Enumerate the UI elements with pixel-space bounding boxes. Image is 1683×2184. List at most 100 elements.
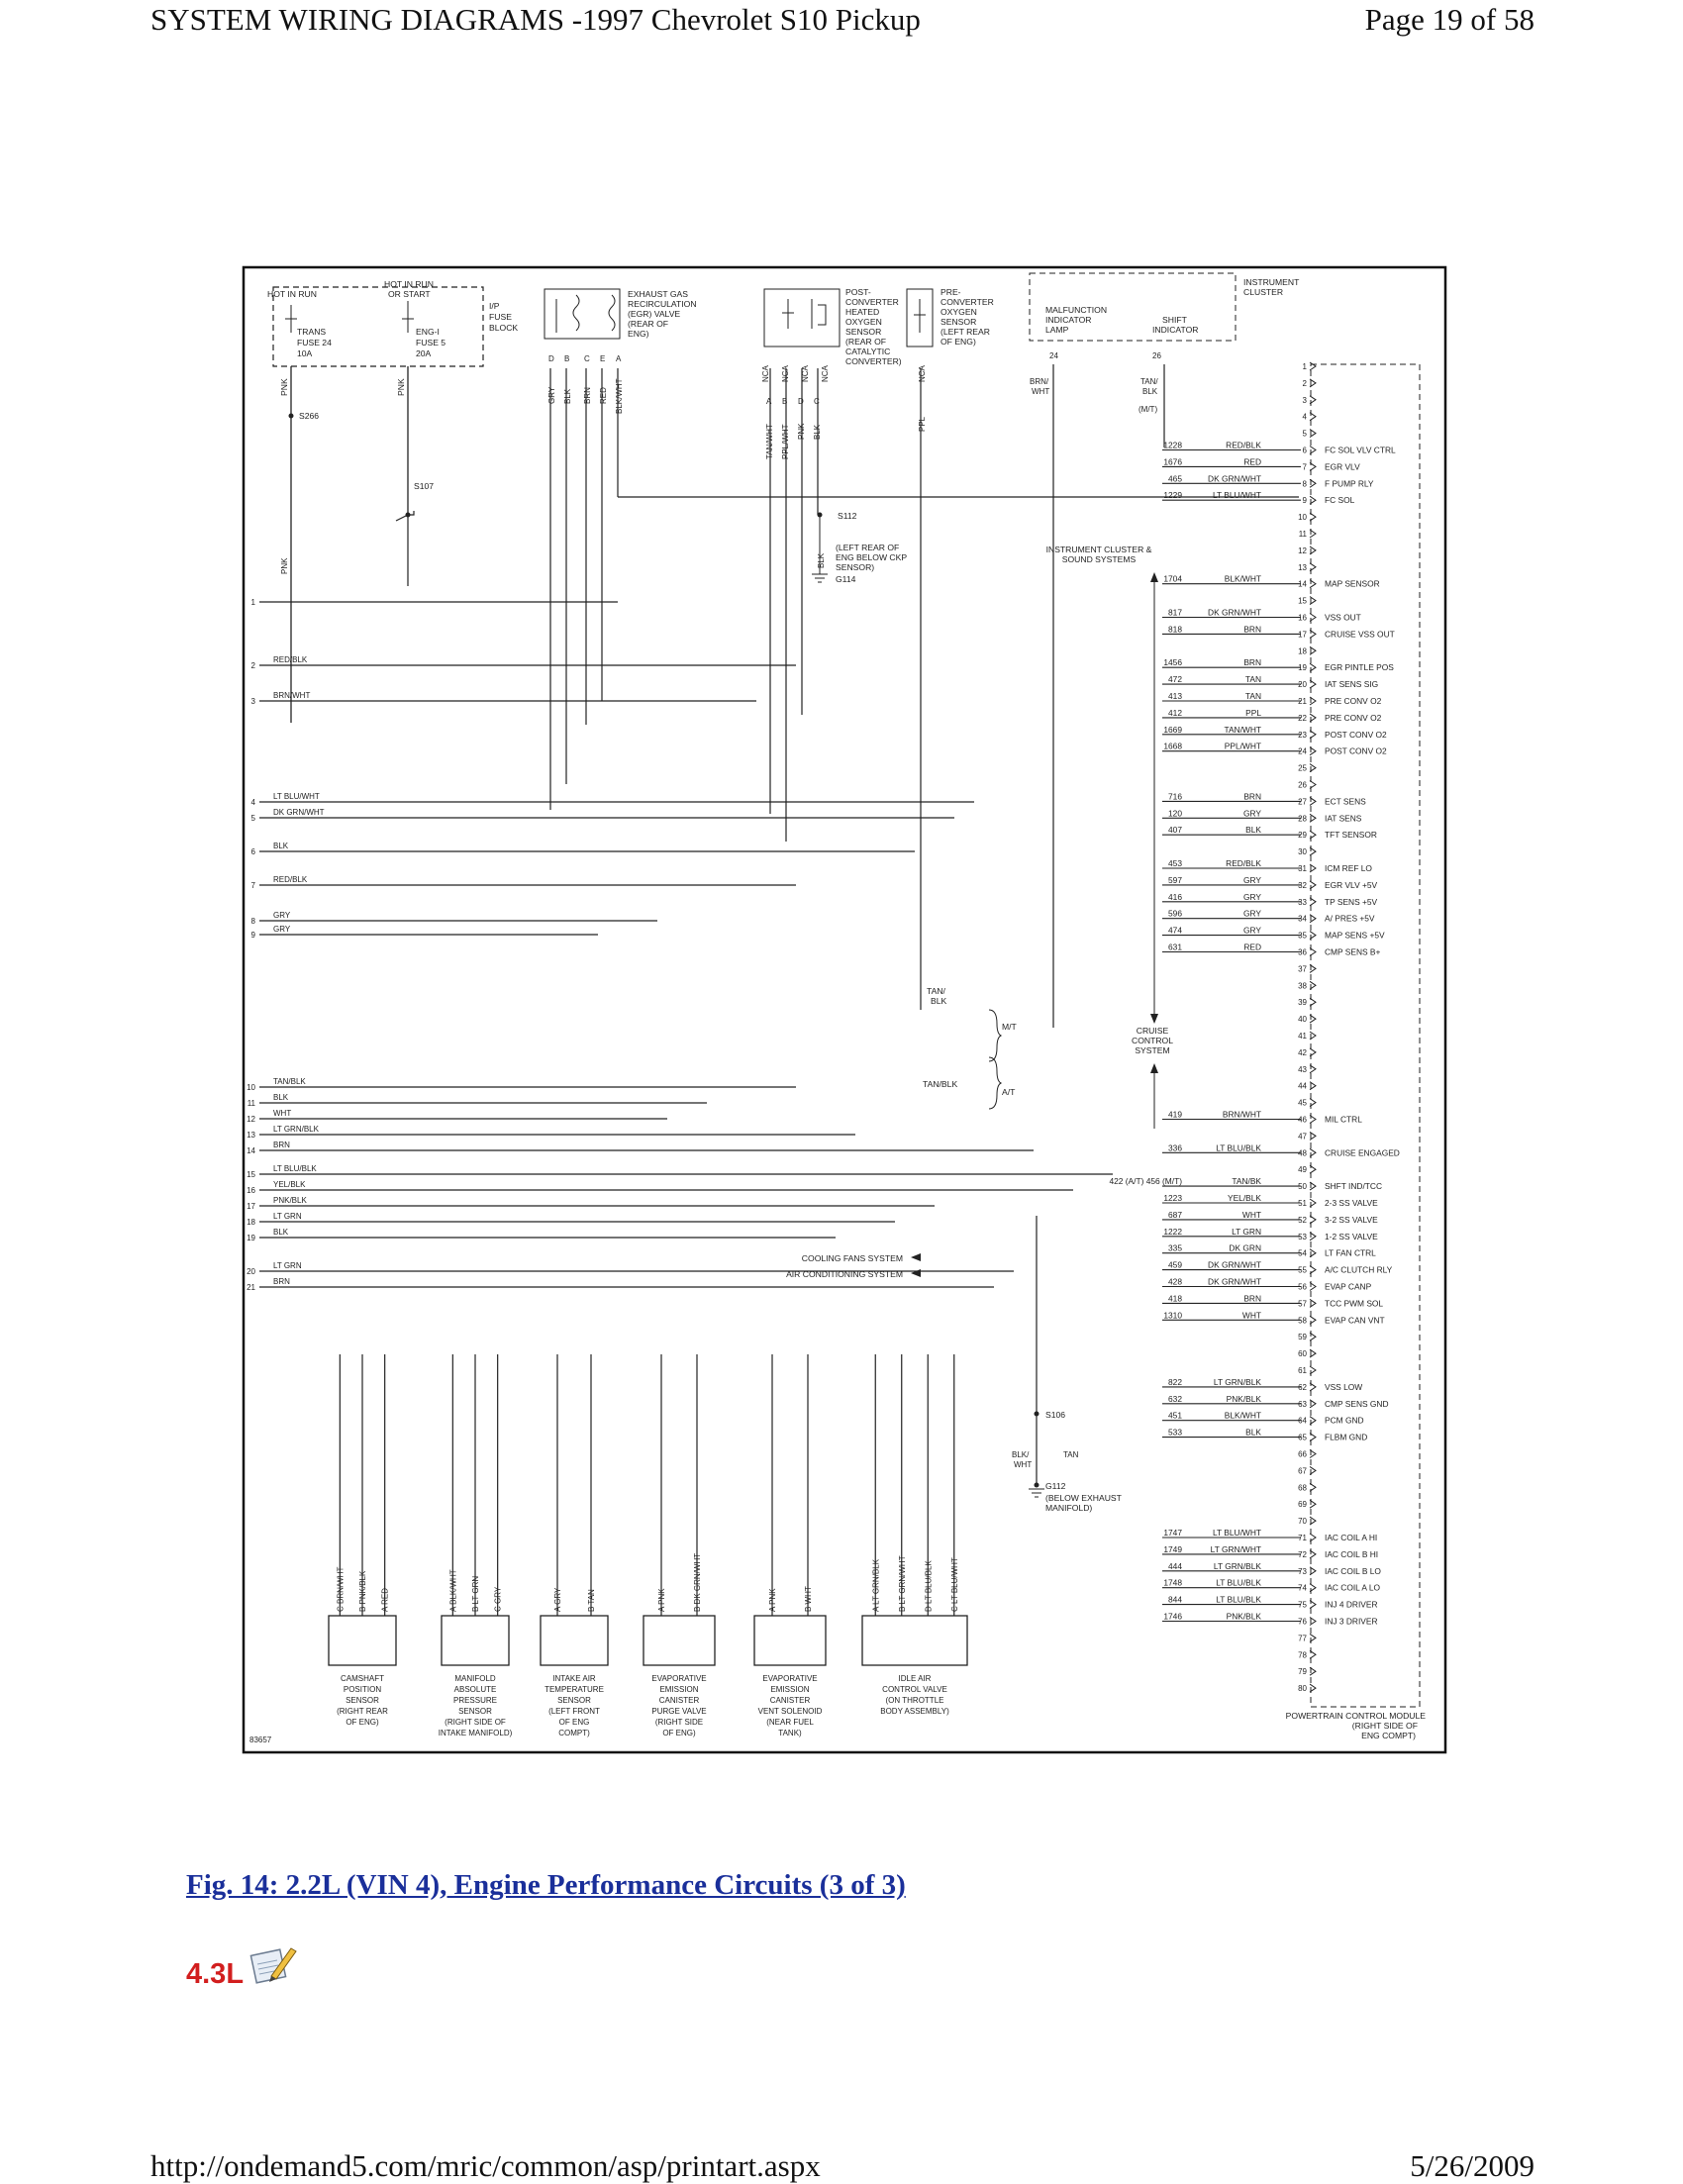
fuse-block-fuse: FUSE bbox=[489, 312, 512, 322]
pcm-circuit-57: 418 bbox=[1168, 1293, 1182, 1303]
egr-label-3: (EGR) VALVE bbox=[628, 309, 680, 319]
pcm-func-63: CMP SENS GND bbox=[1325, 1399, 1389, 1409]
cruise-label-1: CRUISE bbox=[1137, 1026, 1169, 1036]
pcm-color-23: TAN/WHT bbox=[1224, 725, 1261, 735]
left-wire-color-11: BLK bbox=[273, 1093, 289, 1102]
pcm-pin-mark bbox=[1309, 713, 1317, 723]
pcm-pin-72: 72 bbox=[1298, 1550, 1307, 1559]
pcm-pin-mark bbox=[1309, 613, 1317, 622]
pcm-circuit-72: 1749 bbox=[1163, 1544, 1182, 1554]
component-label-3-1: EMISSION bbox=[659, 1685, 698, 1694]
pcm-color-27: BRN bbox=[1243, 791, 1261, 801]
figure-caption-link[interactable]: Fig. 14: 2.2L (VIN 4), Engine Performanc… bbox=[186, 1869, 906, 1901]
footer-url: http://ondemand5.com/mric/common/asp/pri… bbox=[150, 2148, 821, 2183]
pcm-circuit-9: 1229 bbox=[1163, 490, 1182, 500]
component-label-2-1: TEMPERATURE bbox=[544, 1685, 604, 1694]
left-wire-color-16: YEL/BLK bbox=[273, 1180, 306, 1189]
pcm-func-58: EVAP CAN VNT bbox=[1325, 1315, 1385, 1325]
pcm-pin-mark bbox=[1309, 562, 1317, 572]
pcm-func-7: EGR VLV bbox=[1325, 461, 1360, 471]
component-pin-2-1: B TAN bbox=[587, 1589, 596, 1612]
pcm-pin-mark bbox=[1309, 1566, 1317, 1576]
pcm-circuit-33: 416 bbox=[1168, 892, 1182, 902]
pcm-pin-48: 48 bbox=[1298, 1148, 1307, 1157]
notepad-pencil-icon[interactable] bbox=[248, 1942, 299, 1991]
pcm-pin-mark bbox=[1309, 1433, 1317, 1442]
pcm-color-29: BLK bbox=[1245, 825, 1261, 835]
component-label-4-2: CANISTER bbox=[770, 1696, 811, 1705]
pcm-pin-69: 69 bbox=[1298, 1500, 1307, 1509]
pcm-color-34: GRY bbox=[1243, 909, 1261, 919]
pcm-pin-mark bbox=[1309, 1482, 1317, 1492]
component-label-1-4: (RIGHT SIDE OF bbox=[445, 1718, 506, 1727]
post-o2-pin-b: B bbox=[782, 397, 787, 406]
left-wire-num-9: 9 bbox=[251, 931, 256, 940]
pcm-color-73: LT GRN/BLK bbox=[1214, 1561, 1262, 1571]
fuse24-number: FUSE 24 bbox=[297, 338, 332, 347]
pcm-func-23: POST CONV O2 bbox=[1325, 730, 1387, 740]
pcm-func-14: MAP SENSOR bbox=[1325, 579, 1380, 589]
pcm-pin-mark bbox=[1309, 1282, 1317, 1291]
pcm-pin-mark bbox=[1309, 529, 1317, 539]
component-label-2-2: SENSOR bbox=[557, 1696, 591, 1705]
pcm-pin-56: 56 bbox=[1298, 1283, 1307, 1292]
pcm-pin-9: 9 bbox=[1303, 496, 1308, 505]
component-label-0-0: CAMSHAFT bbox=[341, 1674, 384, 1683]
shift-ind-label-2: INDICATOR bbox=[1152, 325, 1198, 335]
pcm-pin-41: 41 bbox=[1298, 1032, 1307, 1041]
mt-label: M/T bbox=[1002, 1022, 1018, 1032]
pcm-pin-32: 32 bbox=[1298, 881, 1307, 890]
pcm-pin-mark bbox=[1309, 1583, 1317, 1593]
pcm-pin-39: 39 bbox=[1298, 998, 1307, 1007]
pcm-pin-22: 22 bbox=[1298, 714, 1307, 723]
component-label-0-1: POSITION bbox=[344, 1685, 381, 1694]
pcm-pin-17: 17 bbox=[1298, 630, 1307, 639]
pcm-pin-68: 68 bbox=[1298, 1483, 1307, 1492]
component-pin-1-2: C GRY bbox=[494, 1586, 503, 1612]
left-wire-num-12: 12 bbox=[247, 1115, 255, 1124]
pcm-circuit-55: 459 bbox=[1168, 1260, 1182, 1270]
pcm-pin-mark bbox=[1309, 1047, 1317, 1057]
pcm-circuit-46: 419 bbox=[1168, 1110, 1182, 1120]
pcm-func-27: ECT SENS bbox=[1325, 796, 1366, 806]
egr-wire-c: BRN bbox=[583, 387, 592, 404]
left-wire-num-10: 10 bbox=[247, 1083, 255, 1092]
pcm-pin-mark bbox=[1309, 863, 1317, 873]
post-o2-label-7: CATALYTIC bbox=[845, 347, 890, 356]
pcm-pin-10: 10 bbox=[1298, 513, 1307, 522]
fuse5-rating: 20A bbox=[416, 348, 432, 358]
pcm-color-31: RED/BLK bbox=[1226, 858, 1261, 868]
pcm-color-65: BLK bbox=[1245, 1428, 1261, 1438]
pcm-pin-mark bbox=[1309, 1382, 1317, 1392]
pcm-func-31: ICM REF LO bbox=[1325, 863, 1372, 873]
pcm-circuit-8: 465 bbox=[1168, 473, 1182, 483]
g112-tan: TAN bbox=[1063, 1450, 1079, 1459]
component-label-4-1: EMISSION bbox=[770, 1685, 809, 1694]
pcm-func-74: IAC COIL A LO bbox=[1325, 1583, 1380, 1593]
pcm-pin-75: 75 bbox=[1298, 1601, 1307, 1610]
pcm-func-24: POST CONV O2 bbox=[1325, 746, 1387, 756]
left-wire-color-1: PNK bbox=[280, 557, 289, 574]
pcm-pin-61: 61 bbox=[1298, 1366, 1307, 1375]
g112-loc-2: MANIFOLD) bbox=[1045, 1503, 1092, 1513]
cluster-label-1: INSTRUMENT bbox=[1243, 277, 1300, 287]
pcm-pin-mark bbox=[1309, 1298, 1317, 1308]
cluster-w24-1: BRN/ bbox=[1030, 377, 1049, 386]
fuse-block-ip: I/P bbox=[489, 301, 500, 311]
egr-label-5: ENG) bbox=[628, 329, 649, 339]
pcm-pin-mark bbox=[1309, 1031, 1317, 1041]
pre-o2-wire: PPL bbox=[918, 416, 927, 432]
pcm-pin-mark bbox=[1309, 512, 1317, 522]
pcm-pin-mark bbox=[1309, 1332, 1317, 1341]
pcm-pin-mark bbox=[1309, 1248, 1317, 1258]
pcm-pin-mark bbox=[1309, 880, 1317, 890]
pcm-func-75: INJ 4 DRIVER bbox=[1325, 1600, 1378, 1610]
left-wire-num-8: 8 bbox=[251, 917, 256, 926]
post-o2-label-5: SENSOR bbox=[845, 327, 881, 337]
left-wire-num-15: 15 bbox=[247, 1170, 255, 1179]
left-wire-num-1: 1 bbox=[251, 598, 256, 607]
post-o2-nca-3: NCA bbox=[801, 364, 810, 382]
pcm-pin-mark bbox=[1309, 1014, 1317, 1024]
component-label-1-1: ABSOLUTE bbox=[454, 1685, 497, 1694]
